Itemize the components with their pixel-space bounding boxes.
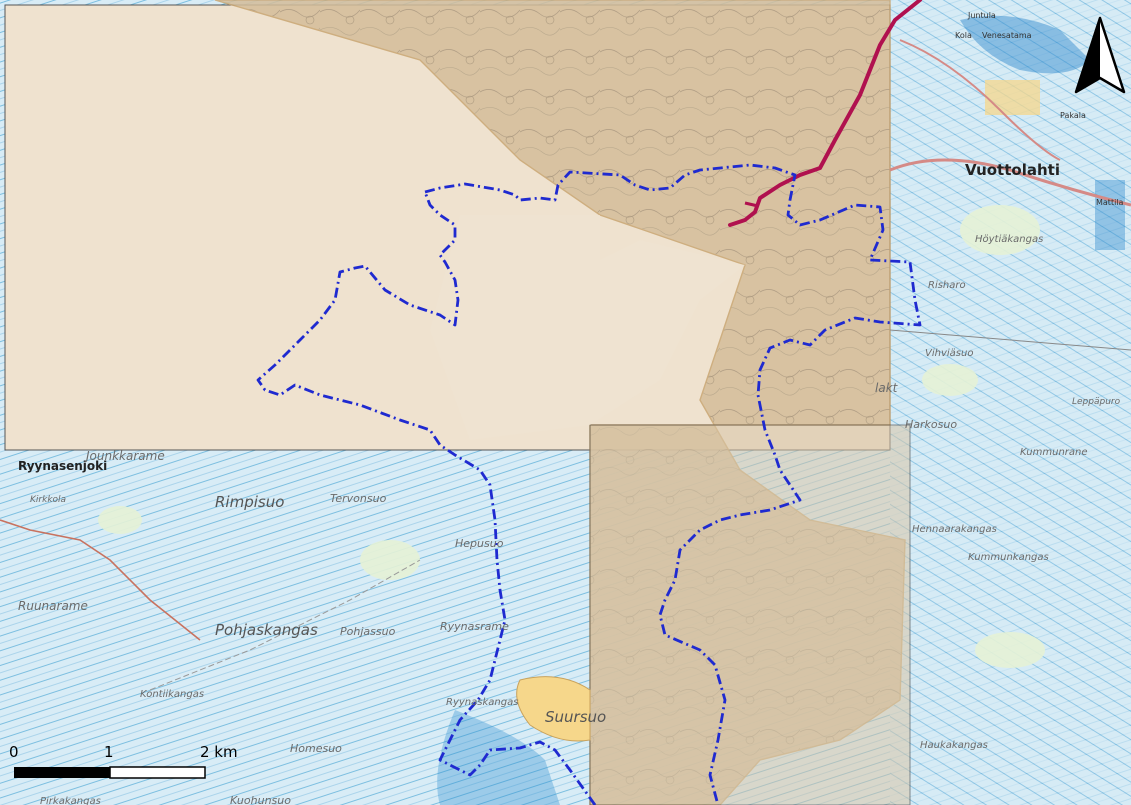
label-juntula: Juntula xyxy=(967,11,996,20)
label-ruunarame: Ruunarame xyxy=(18,599,88,613)
label-risharo: Risharo xyxy=(928,280,966,291)
label-ryynaskangas: Ryynaskangas xyxy=(446,697,518,708)
lake-south xyxy=(437,710,560,805)
forest-patches xyxy=(98,205,1045,668)
crimson-road-spur xyxy=(744,201,759,208)
scale-label-2km: 2 km xyxy=(200,743,238,761)
label-haukakangas: Haukakangas xyxy=(920,740,988,751)
label-jounkkarame: Jounkkarame xyxy=(84,449,165,463)
label-homesuo: Homesuo xyxy=(290,742,342,755)
label-hepusuo: Hepusuo xyxy=(455,537,504,550)
label-kirkkola: Kirkkola xyxy=(30,495,66,505)
scale-bar-black-segment xyxy=(14,767,110,778)
river-east xyxy=(1095,180,1125,250)
label-suursuo: Suursuo xyxy=(545,708,606,726)
label-harkosuo: Harkosuo xyxy=(905,418,957,431)
label-leppapuro: Leppäpuro xyxy=(1072,397,1121,407)
label-pakala: Pakala xyxy=(1060,111,1086,120)
power-line-sw xyxy=(149,559,421,691)
label-ryynasrame: Ryynasrame xyxy=(440,620,509,633)
label-kontiikangas: Kontiikangas xyxy=(140,689,204,700)
main-road-vuottolahti xyxy=(889,158,1131,207)
label-kummuntane: Kummunrane xyxy=(1020,447,1088,458)
topo-right-layer xyxy=(890,0,1131,805)
scale-label-0: 0 xyxy=(9,743,19,761)
label-pohjassuo: Pohjassuo xyxy=(340,625,396,638)
historic-clearing xyxy=(430,215,745,440)
label-ryynasenjoki: Ryynasenjoki xyxy=(18,459,107,473)
north-arrow-icon xyxy=(1074,16,1126,94)
label-vuottolahti: Vuottolahti xyxy=(965,161,1060,179)
power-line-east xyxy=(889,329,1131,351)
scale-bar: 0 1 2 km xyxy=(9,743,238,779)
field-north-east xyxy=(985,80,1040,115)
label-lakt: lakt xyxy=(875,381,899,395)
label-kummunkangas: Kummunkangas xyxy=(968,552,1049,563)
label-pohjaskangas: Pohjaskangas xyxy=(215,621,318,639)
label-hennaarakangas: Hennaarakangas xyxy=(912,524,997,535)
suursuo-peat-field xyxy=(516,676,591,742)
scale-label-1: 1 xyxy=(104,743,114,761)
label-kuohunsuo: Kuohunsuo xyxy=(230,794,291,805)
label-vihviasuo: Vihviäsuo xyxy=(925,348,973,359)
label-hoytiakangas: Höytiäkangas xyxy=(975,234,1043,245)
label-tervonsuo: Tervonsuo xyxy=(330,492,387,505)
scale-bar-white-segment xyxy=(109,766,206,779)
project-boundary[interactable] xyxy=(256,163,922,805)
historic-map-lower-frame xyxy=(589,424,911,805)
label-pirkakangas: Pirkakangas xyxy=(40,796,101,805)
crimson-road[interactable] xyxy=(728,0,922,227)
place-labels: Vuottolahti Ryynasenjoki Jounkkarame Rim… xyxy=(18,11,1124,805)
label-mattila: Mattila xyxy=(1096,198,1124,207)
label-rimpisuo: Rimpisuo xyxy=(215,493,284,511)
lake-north-east xyxy=(960,15,1090,74)
road-north xyxy=(899,39,1061,161)
label-kola: Kola xyxy=(955,31,972,40)
road-ryynasenjoki xyxy=(0,519,201,641)
label-venesatama: Venesatama xyxy=(982,31,1032,40)
